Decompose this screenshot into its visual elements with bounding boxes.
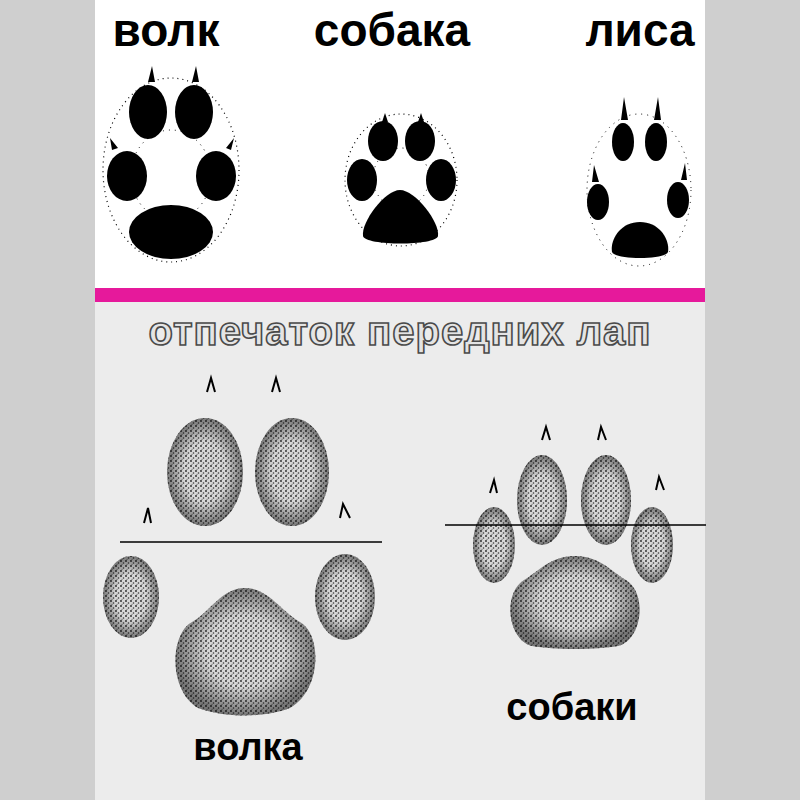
animal-name: волк <box>113 5 220 56</box>
bottom-panel <box>95 302 705 800</box>
dog-front-paw <box>445 427 706 649</box>
magenta-bar <box>95 288 705 302</box>
paw-caption: волка <box>193 727 302 769</box>
dog-print <box>345 113 457 246</box>
animal-name: лиса <box>585 5 694 56</box>
paw-caption: собаки <box>506 687 637 729</box>
wolf-front-paw <box>103 378 382 716</box>
animal-name: собака <box>314 5 470 56</box>
fox-print <box>587 97 691 266</box>
top-panel <box>95 0 705 290</box>
wolf-print <box>103 66 239 262</box>
section-heading: отпечаток передних лап <box>149 309 652 353</box>
